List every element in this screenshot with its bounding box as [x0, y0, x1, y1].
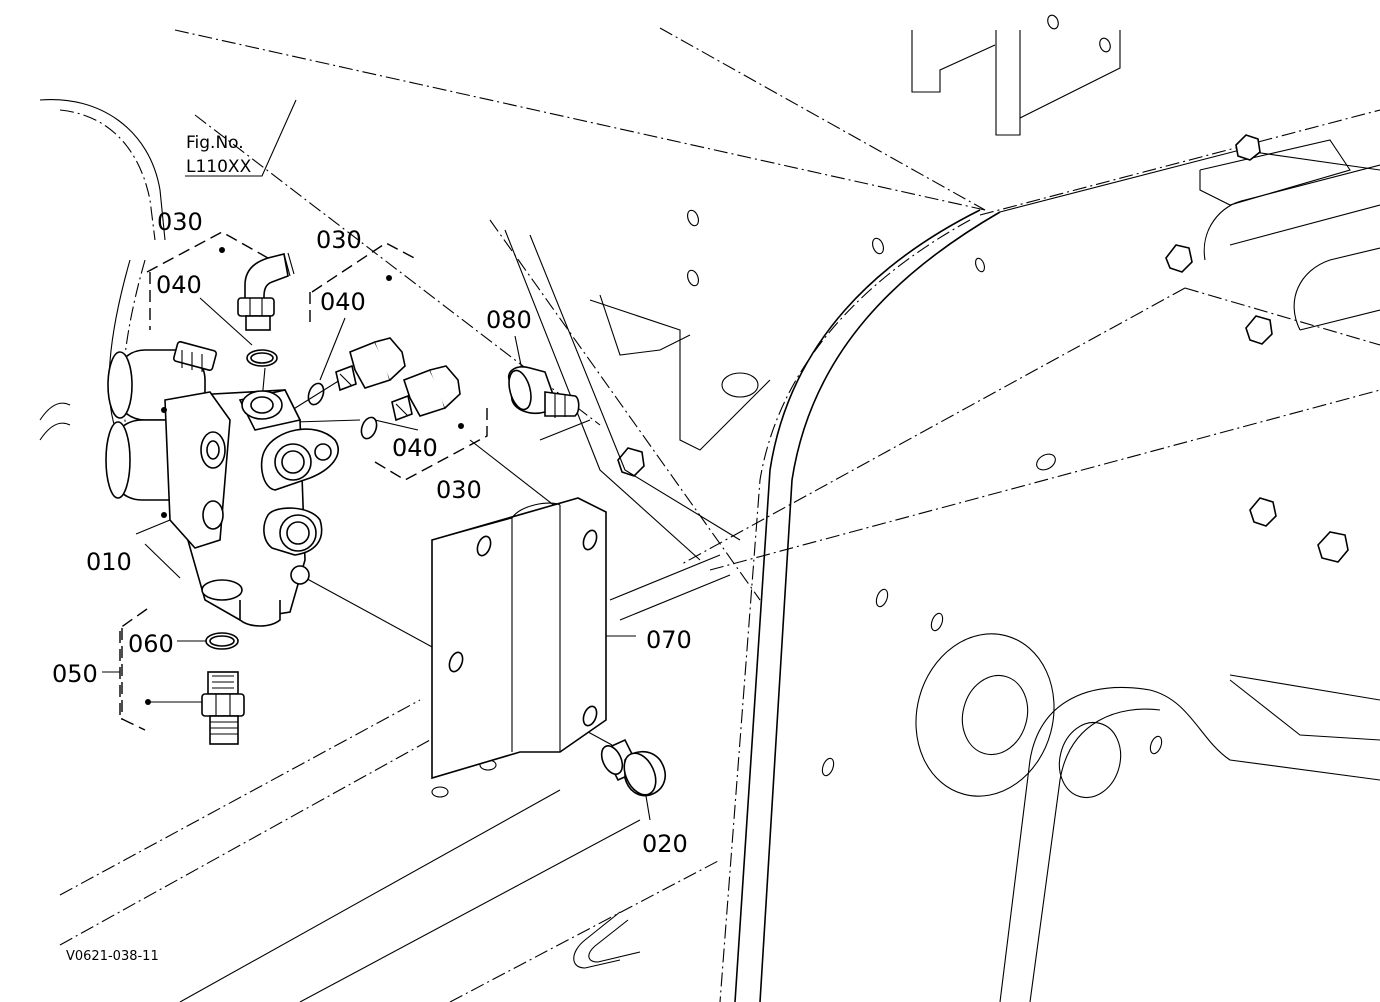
- callout-010: 010: [86, 548, 132, 576]
- o-ring-040: [307, 382, 325, 406]
- o-ring-040: [360, 416, 378, 440]
- callout-080: 080: [486, 306, 532, 334]
- plug-020: [600, 738, 666, 797]
- fig-no-value: L110XX: [186, 157, 252, 177]
- fig-no-label: Fig.No.: [186, 133, 244, 153]
- callout-040: 040: [156, 271, 202, 299]
- hex-nut-icon: [617, 134, 1349, 563]
- callout-030: 030: [316, 226, 362, 254]
- o-ring-040: [246, 349, 278, 367]
- callout-030: 030: [157, 208, 203, 236]
- callout-040: 040: [392, 434, 438, 462]
- callout-labels: 030 040 030 040 080 040 030 010 060 050 …: [52, 208, 692, 858]
- solenoid-valve-010: [105, 341, 339, 627]
- callout-060: 060: [128, 630, 174, 658]
- figure-reference: Fig.No. L110XX: [186, 133, 252, 177]
- mounting-bracket-070: [431, 497, 607, 780]
- callout-030: 030: [436, 476, 482, 504]
- callout-020: 020: [642, 830, 688, 858]
- frame-hole-icon: [431, 14, 1163, 798]
- fitting-030: [335, 337, 406, 392]
- o-ring-060: [205, 632, 239, 650]
- fitting-030: [391, 365, 461, 422]
- drawing-code: V0621-038-11: [66, 949, 159, 964]
- frame-structure: [39, 14, 1380, 1002]
- assembly-brackets: [119, 231, 488, 731]
- bracket-dot-icon: [145, 247, 464, 705]
- callout-070: 070: [646, 626, 692, 654]
- elbow-fitting-030: [237, 252, 295, 331]
- callout-050: 050: [52, 660, 98, 688]
- fitting-080: [508, 366, 580, 418]
- adapter-050: [201, 671, 245, 745]
- callout-040: 040: [320, 288, 366, 316]
